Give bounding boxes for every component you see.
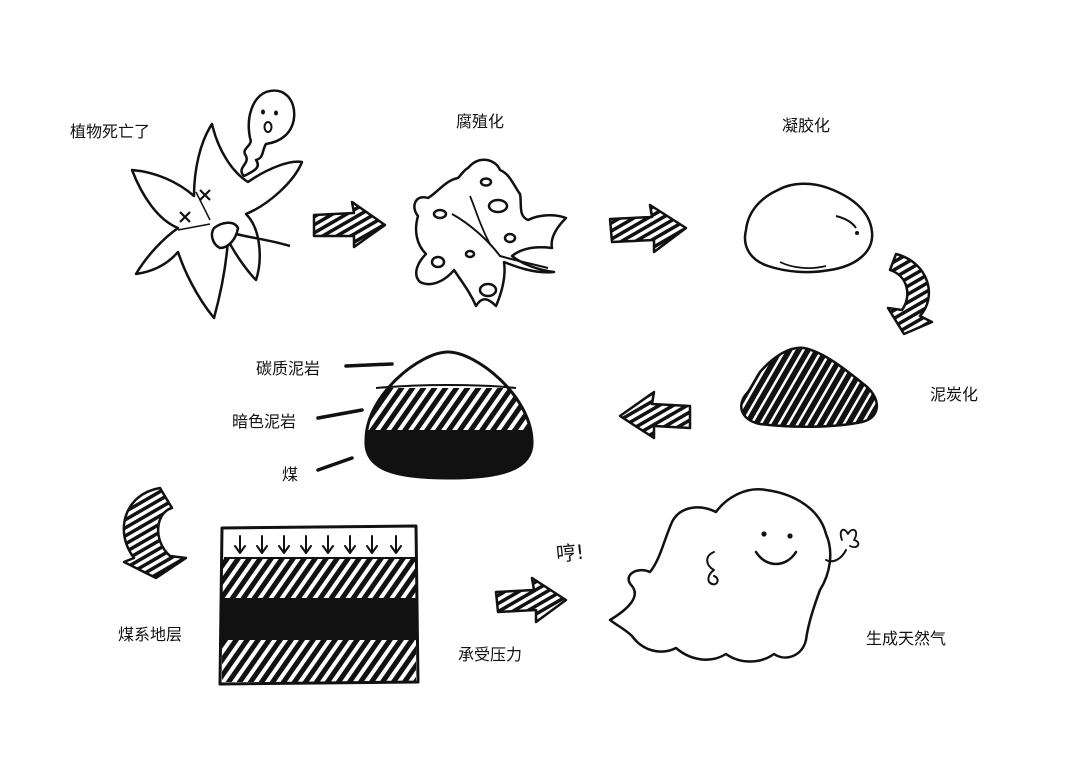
- label-under-pressure: 承受压力: [458, 645, 522, 664]
- label-dark-mudstone: 暗色泥岩: [232, 412, 296, 431]
- label-peatification: 泥炭化: [930, 385, 978, 404]
- dead-plant-leaf-icon: [130, 122, 304, 320]
- ghost-icon: [240, 89, 296, 178]
- arrow-right-3-icon: [494, 576, 568, 624]
- label-carbonaceous-mudstone: 碳质泥岩: [256, 359, 320, 378]
- layered-rock-onigiri-icon: [364, 350, 534, 480]
- label-humification: 腐殖化: [456, 112, 504, 131]
- label-plant-death: 植物死亡了: [70, 122, 150, 141]
- pressure-arrows-icon: [234, 535, 402, 554]
- peat-lump-icon: [740, 346, 878, 429]
- strata-block-icon: [218, 524, 420, 686]
- natural-gas-ghost-icon: [608, 487, 860, 663]
- layer-pointer-lines: [316, 362, 394, 472]
- decaying-leaf-icon: [413, 158, 568, 308]
- label-gelification: 凝胶化: [782, 116, 830, 135]
- exclamation-text: 哼!: [555, 540, 585, 567]
- label-coal: 煤: [282, 465, 298, 484]
- arrow-curve-down-left-icon: [122, 486, 188, 580]
- gel-blob-icon: [743, 182, 874, 274]
- arrow-curve-down-right-icon: [886, 252, 934, 336]
- label-coal-measure-strata: 煤系地层: [118, 625, 182, 644]
- arrow-left-1-icon: [618, 390, 692, 440]
- arrow-right-2-icon: [608, 203, 688, 254]
- label-generate-gas: 生成天然气: [866, 629, 946, 648]
- arrow-right-1-icon: [312, 200, 387, 249]
